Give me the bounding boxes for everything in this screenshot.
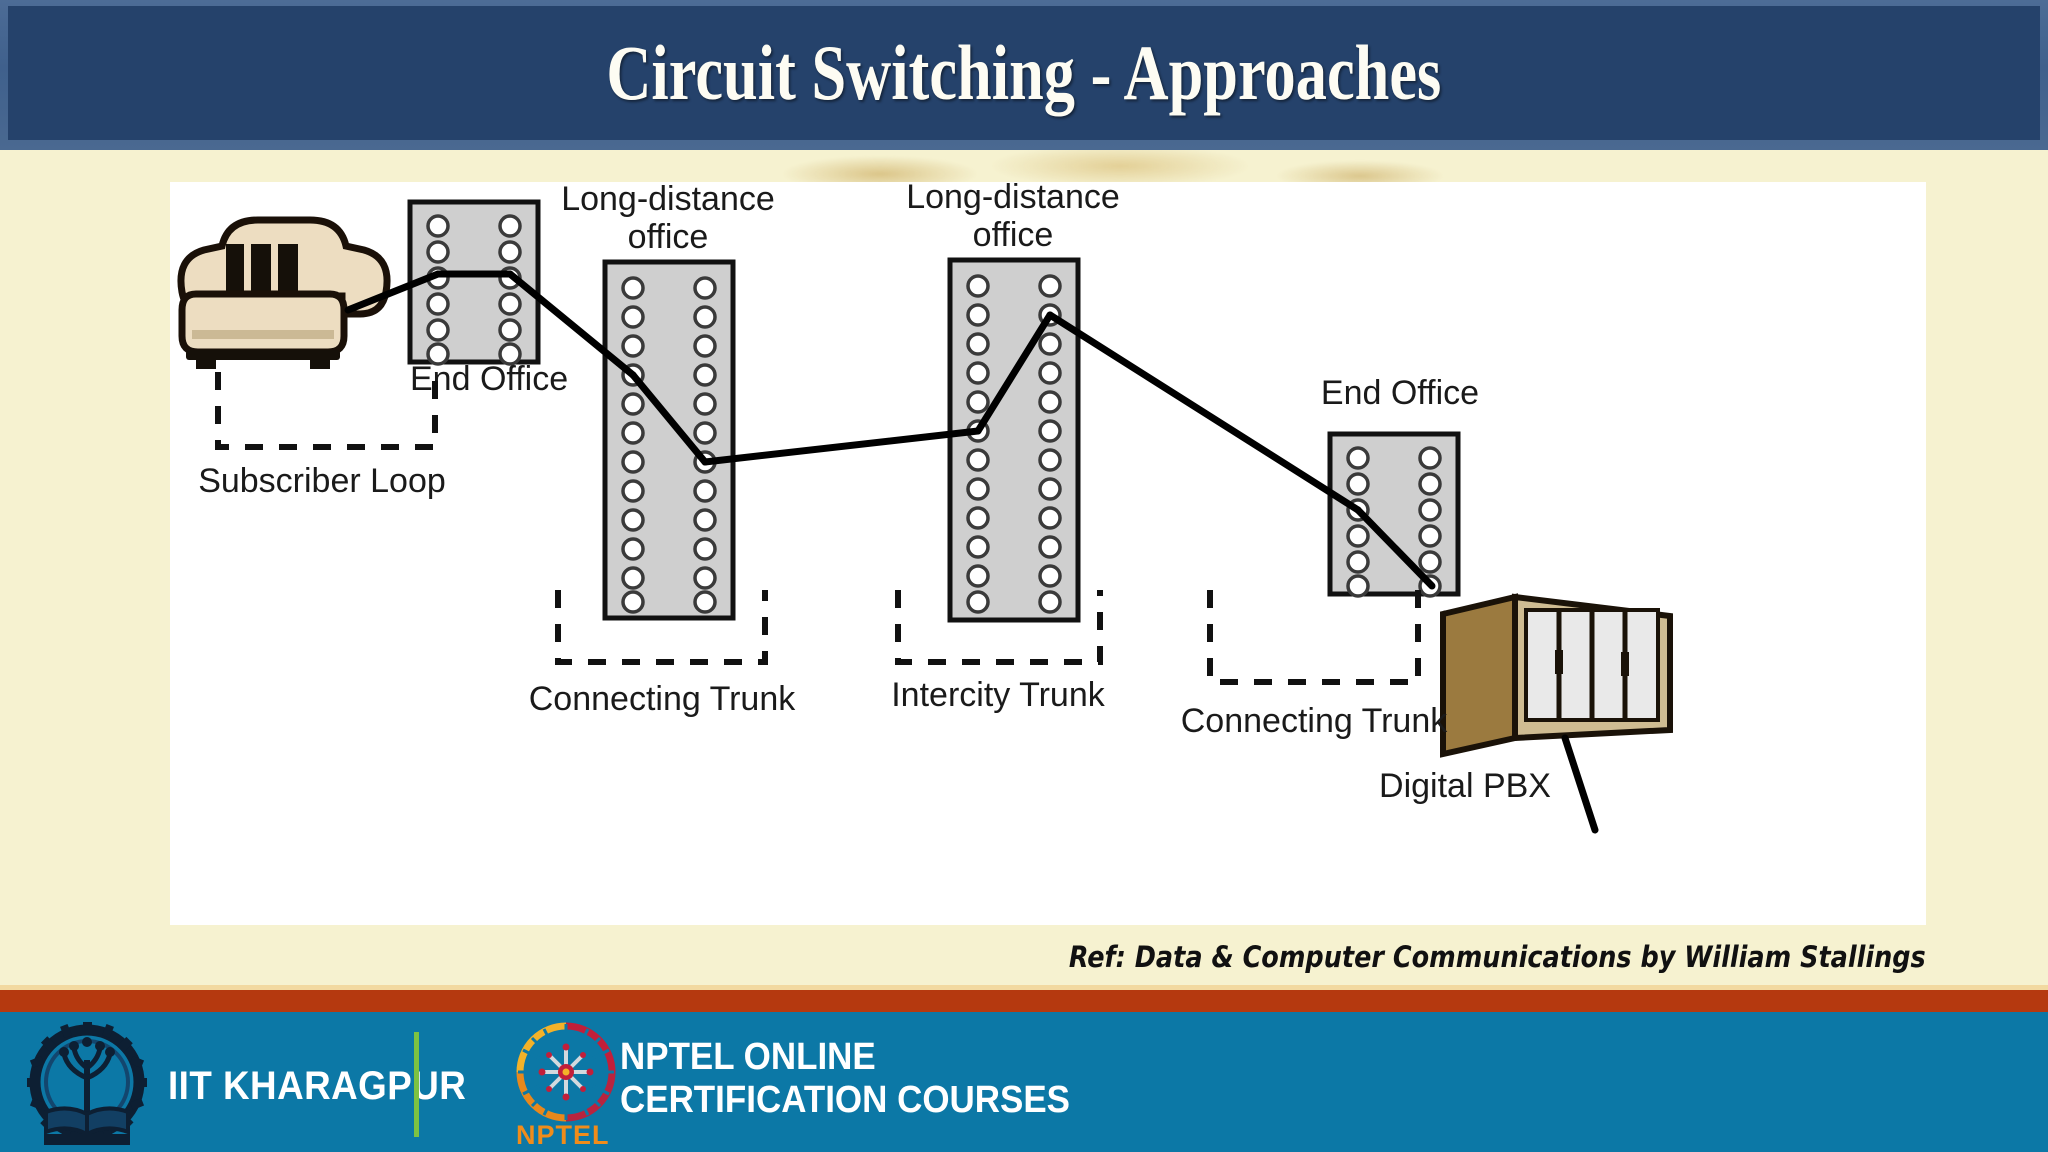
cream-rule <box>0 985 2048 990</box>
circuit-path <box>344 270 1436 590</box>
footer-divider <box>414 1032 419 1137</box>
nptel-wordmark: NPTEL <box>516 1120 610 1150</box>
telephone-icon <box>177 216 391 369</box>
institute-name: IIT KHARAGPUR <box>168 1064 467 1108</box>
nptel-logo-icon <box>516 1022 616 1122</box>
ldo2-label-line2: office <box>973 216 1054 254</box>
digital-pbx-label: Digital PBX <box>1379 767 1551 805</box>
connecting-trunk-left-bracket <box>555 590 768 665</box>
program-line-2: CERTIFICATION COURSES <box>620 1078 1070 1121</box>
iit-kharagpur-logo-icon <box>27 1022 147 1145</box>
subscriber-loop-bracket <box>215 372 438 450</box>
intercity-trunk-label: Intercity Trunk <box>891 676 1106 714</box>
long-distance-office-1-switch <box>602 259 736 621</box>
figure-panel: .box { fill:#cfcfcf; stroke:#111; stroke… <box>170 182 1926 925</box>
program-name: NPTEL ONLINE CERTIFICATION COURSES <box>620 1036 1070 1121</box>
end-office-right-switch <box>1327 431 1461 598</box>
connecting-trunk-right-bracket <box>1207 590 1421 685</box>
end-office-right-label: End Office <box>1321 374 1479 412</box>
slide-body: .box { fill:#cfcfcf; stroke:#111; stroke… <box>0 150 2048 985</box>
connecting-trunk-right-label: Connecting Trunk <box>1181 702 1448 740</box>
page-title: Circuit Switching - Approaches <box>606 29 1442 116</box>
program-line-1: NPTEL ONLINE <box>620 1036 876 1078</box>
ldo1-label-line2: office <box>628 218 709 256</box>
digital-pbx-icon <box>1440 593 1673 834</box>
circuit-switching-diagram: .box { fill:#cfcfcf; stroke:#111; stroke… <box>177 182 1673 834</box>
title-bar: Circuit Switching - Approaches <box>8 6 2040 140</box>
ldo1-label-line1: Long-distance <box>561 182 775 218</box>
footer: IIT KHARAGPUR <box>0 1012 2048 1152</box>
connecting-trunk-left-label: Connecting Trunk <box>529 680 796 718</box>
long-distance-office-2-switch <box>947 257 1081 623</box>
accent-rule <box>0 990 2048 1012</box>
title-bar-frame: Circuit Switching - Approaches <box>0 0 2048 150</box>
intercity-trunk-bracket <box>895 590 1103 665</box>
subscriber-loop-label: Subscriber Loop <box>198 462 446 500</box>
ldo2-label-line1: Long-distance <box>906 182 1120 216</box>
reference-text: Ref: Data & Computer Communications by W… <box>1069 940 1926 974</box>
